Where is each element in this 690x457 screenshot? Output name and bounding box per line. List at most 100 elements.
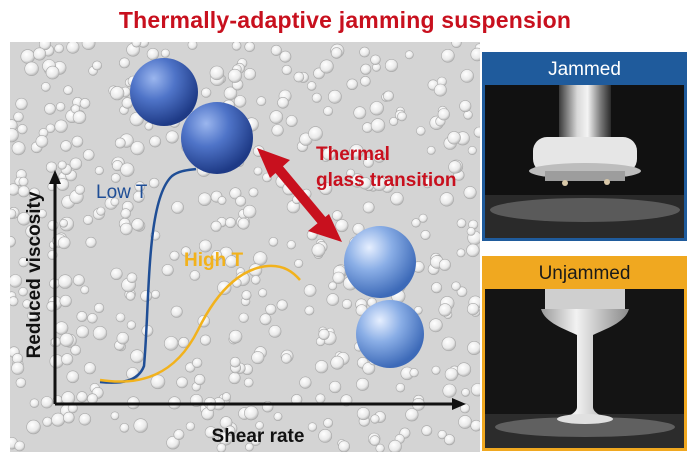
particle xyxy=(126,272,138,284)
particle xyxy=(308,126,323,141)
particle xyxy=(459,100,472,113)
transition-label-line1: Thermal xyxy=(316,144,390,165)
particle xyxy=(359,177,372,190)
sphere-icon xyxy=(130,58,198,126)
particle xyxy=(149,177,160,189)
particle xyxy=(243,377,254,388)
particle xyxy=(198,239,212,253)
particle xyxy=(463,186,477,200)
jammed-label: Jammed xyxy=(548,59,621,80)
y-axis-arrow-icon xyxy=(49,170,61,184)
particle xyxy=(279,50,292,63)
particle xyxy=(87,393,98,405)
particle xyxy=(216,443,227,452)
particle xyxy=(438,303,452,317)
particle xyxy=(150,374,166,390)
particle xyxy=(269,110,284,124)
particle xyxy=(110,197,120,207)
particle xyxy=(451,281,461,291)
particle xyxy=(311,243,326,257)
particle xyxy=(245,442,254,452)
particle xyxy=(71,135,84,148)
particle xyxy=(437,108,450,121)
particle xyxy=(217,196,227,205)
unjammed-sphere-pair xyxy=(344,226,424,368)
particle xyxy=(235,195,247,207)
particle xyxy=(307,81,317,91)
particle xyxy=(250,435,262,446)
particle xyxy=(149,135,162,148)
particle xyxy=(51,412,65,427)
jammed-panel: Jammed xyxy=(482,52,687,241)
particle xyxy=(422,178,433,189)
particle xyxy=(211,249,223,261)
particle xyxy=(160,48,170,58)
particle xyxy=(42,416,53,427)
particle xyxy=(467,341,480,355)
particle xyxy=(388,439,402,452)
particle xyxy=(210,220,222,232)
particle xyxy=(39,42,51,51)
particle xyxy=(418,213,428,223)
particle xyxy=(15,97,28,111)
particle xyxy=(318,428,333,443)
particle xyxy=(44,103,56,115)
particle xyxy=(285,115,298,127)
particle xyxy=(362,361,376,375)
particle xyxy=(428,318,443,333)
particle xyxy=(35,135,49,148)
particle xyxy=(10,274,23,288)
particle xyxy=(442,383,457,398)
particle xyxy=(73,274,85,287)
particle xyxy=(421,425,433,437)
particle xyxy=(255,421,264,430)
particle xyxy=(225,255,238,268)
particle xyxy=(198,192,212,206)
sphere-icon xyxy=(356,300,424,368)
particle xyxy=(395,383,406,393)
chart-axes xyxy=(49,170,466,410)
particle xyxy=(330,355,345,370)
particle xyxy=(311,92,322,103)
particle xyxy=(277,97,289,109)
particle xyxy=(57,236,71,250)
particle xyxy=(180,246,191,257)
particle xyxy=(17,124,28,135)
particle xyxy=(59,294,72,308)
particle xyxy=(384,58,398,72)
particle xyxy=(470,47,480,62)
particle xyxy=(370,118,386,133)
particle xyxy=(338,440,350,452)
jammed-photo xyxy=(485,85,684,238)
particle xyxy=(151,289,161,299)
particle xyxy=(227,68,242,83)
particle xyxy=(192,357,203,369)
particle xyxy=(94,166,104,176)
particle xyxy=(228,372,241,385)
particle xyxy=(120,208,131,219)
particle xyxy=(390,192,404,206)
x-axis-arrow-icon xyxy=(452,398,466,410)
particle xyxy=(120,162,135,177)
transition-label-line2: glass transition xyxy=(316,170,456,191)
particle xyxy=(15,377,27,388)
particle xyxy=(61,353,74,366)
particle xyxy=(92,326,108,341)
particle xyxy=(13,111,24,123)
particle xyxy=(458,415,472,429)
particle xyxy=(83,215,94,226)
particle-field xyxy=(10,42,480,452)
particle xyxy=(251,351,265,365)
particle xyxy=(18,176,29,187)
particle xyxy=(231,42,242,51)
particle xyxy=(466,226,476,236)
particle xyxy=(131,218,144,231)
particle xyxy=(76,325,89,339)
particle xyxy=(470,419,480,432)
particle xyxy=(169,250,180,261)
particle xyxy=(63,411,75,424)
particle xyxy=(92,60,102,71)
particle xyxy=(133,418,148,433)
particle xyxy=(405,408,419,422)
particle xyxy=(409,368,419,378)
